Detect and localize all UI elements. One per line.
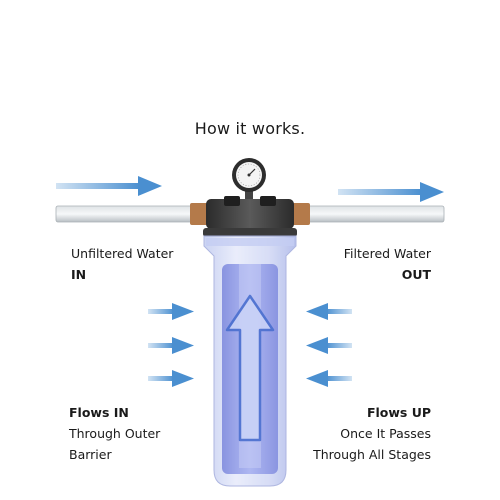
inlet-label: Unfiltered Water IN (71, 243, 173, 285)
flow-up-label: Flows UP Once It Passes Through All Stag… (313, 402, 431, 465)
side-arrows-left (148, 303, 194, 387)
pressure-gauge-icon (232, 158, 266, 201)
outlet-arrow (338, 182, 444, 202)
outlet-label: Filtered Water OUT (344, 243, 431, 285)
side-arrow (306, 303, 352, 320)
side-arrow (148, 303, 194, 320)
flow-in-line1: Through Outer (69, 426, 161, 441)
inlet-label-line2: IN (71, 267, 87, 282)
filter-head (203, 196, 297, 237)
outlet-pipe (292, 203, 445, 225)
outlet-label-line1: Filtered Water (343, 246, 431, 261)
flow-up-line1: Once It Passes (340, 426, 431, 441)
flow-in-heading: Flows IN (69, 405, 129, 420)
side-arrow (306, 370, 352, 387)
side-arrow (148, 337, 194, 354)
flow-up-heading: Flows UP (366, 405, 431, 420)
inlet-label-line1: Unfiltered Water (71, 246, 174, 261)
side-arrow (306, 337, 352, 354)
flow-up-line2: Through All Stages (313, 447, 431, 462)
side-arrows-right (306, 303, 352, 387)
flow-up-arrow (225, 294, 275, 442)
outlet-label-line2: OUT (401, 267, 431, 282)
flow-in-label: Flows IN Through Outer Barrier (69, 402, 160, 465)
inlet-arrow (56, 176, 162, 196)
page-title: How it works. (194, 119, 306, 138)
inlet-pipe (55, 203, 208, 225)
side-arrow (148, 370, 194, 387)
flow-in-line2: Barrier (69, 447, 112, 462)
